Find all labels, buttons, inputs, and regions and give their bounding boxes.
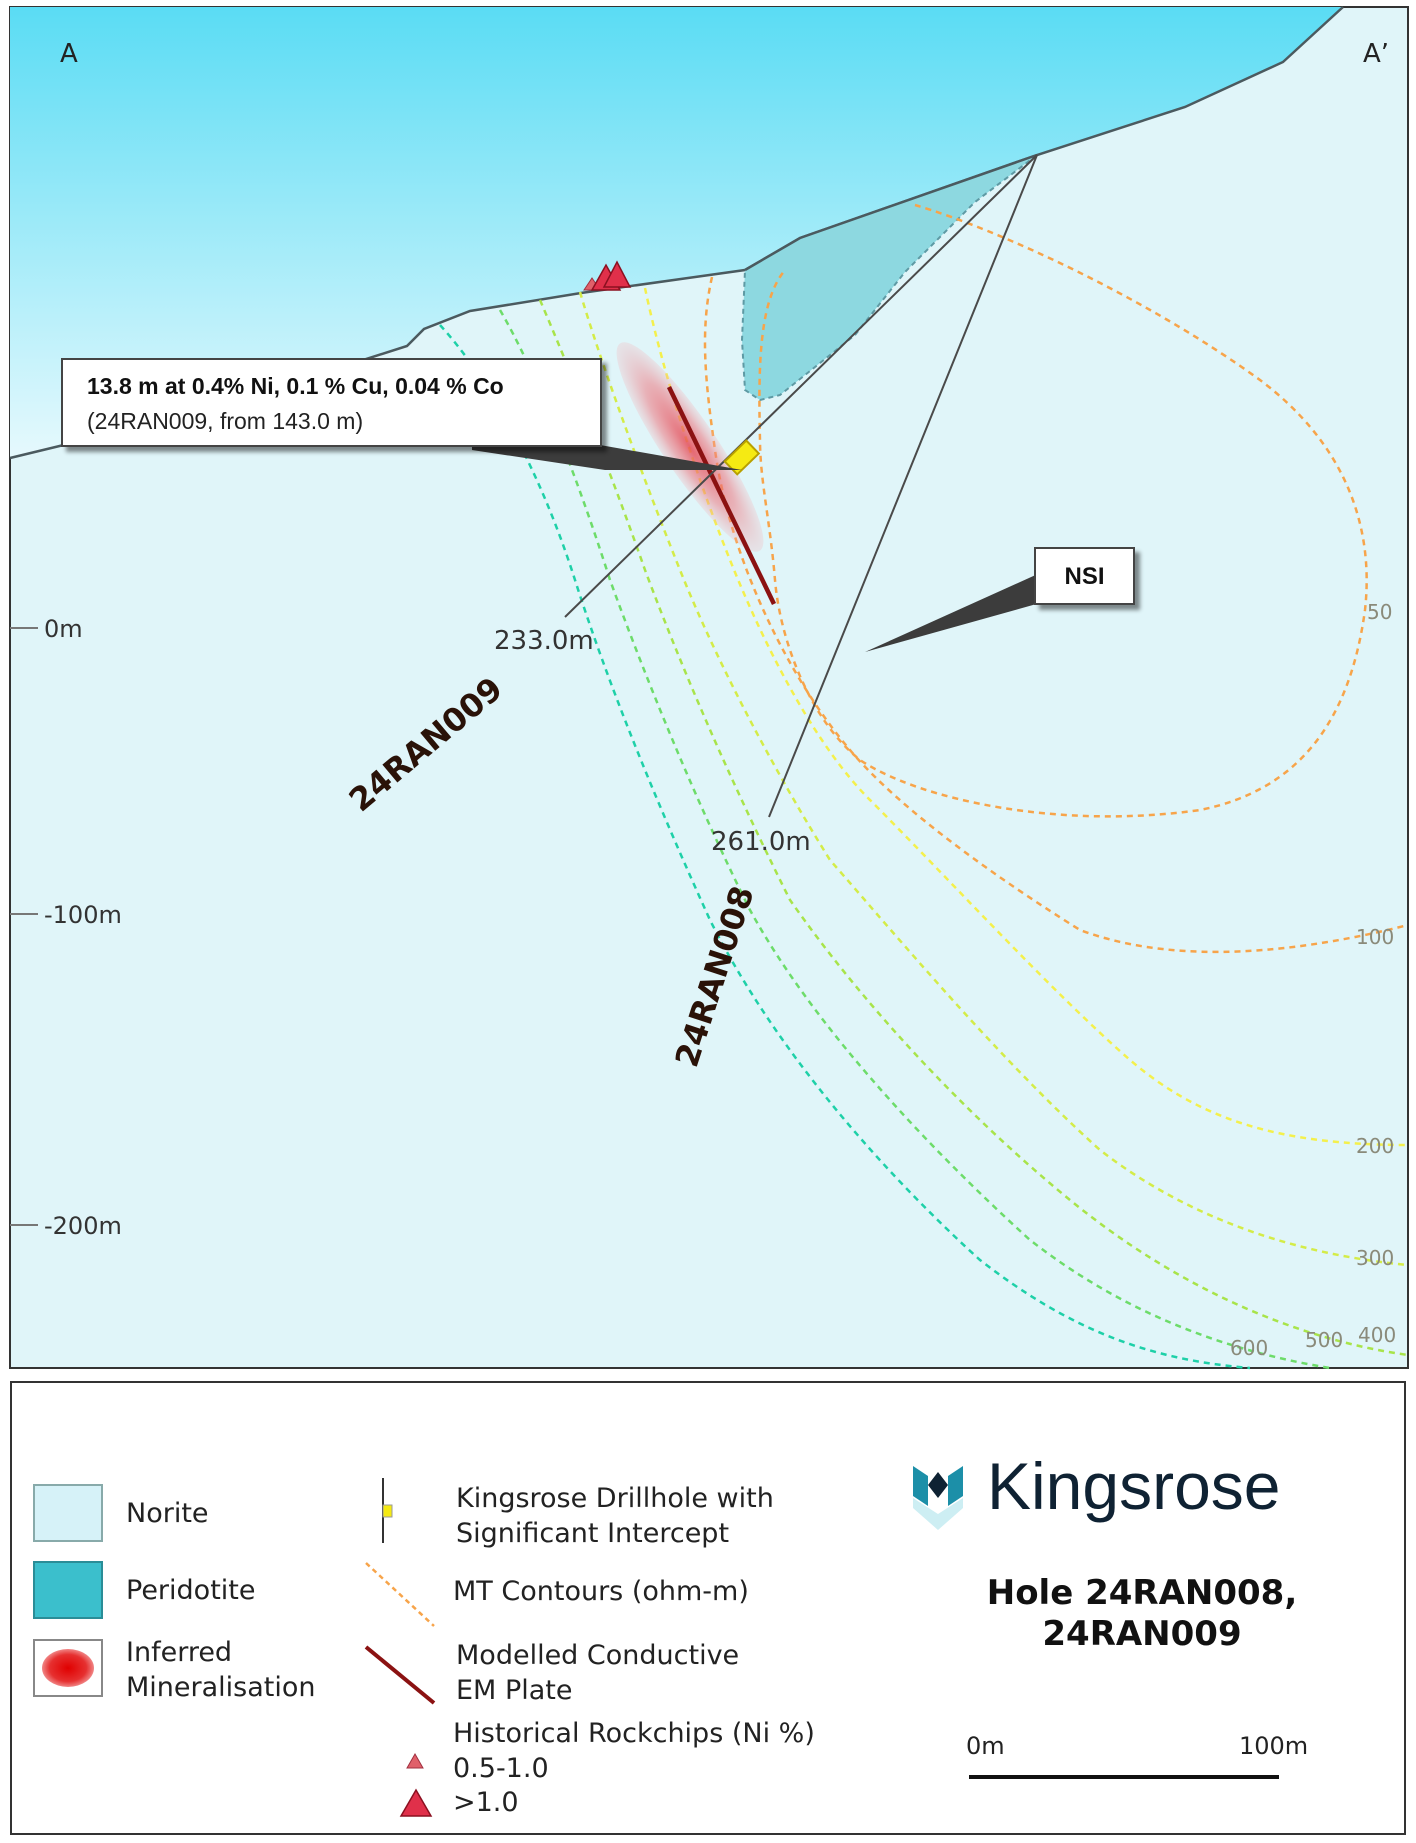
mt-label-100: 100 <box>1356 925 1394 949</box>
scale-bar-end-label: 100m <box>1239 1732 1309 1760</box>
mt-contour-600 <box>439 324 1251 1370</box>
drillhole-24RAN008-trace <box>768 154 1038 818</box>
scale-bar-start-label: 0m <box>966 1732 1005 1760</box>
sky-region <box>10 7 1343 458</box>
mt-label-400: 400 <box>1358 1323 1396 1347</box>
legend-label-inferred-1: Inferred <box>126 1637 233 1668</box>
corner-label-a: A <box>60 39 78 69</box>
nsi-callout-label: NSI <box>1064 563 1105 590</box>
kingsrose-logo-text: Kingsrose <box>987 1449 1281 1523</box>
legend-intercept-marker <box>382 1504 393 1518</box>
mt-label-50: 50 <box>1367 600 1392 624</box>
significant-intercept-marker <box>723 439 761 476</box>
intercept-callout: 13.8 m at 0.4% Ni, 0.1 % Cu, 0.04 % Co (… <box>61 358 602 447</box>
legend-label-rockchips: Historical Rockchips (Ni %) <box>453 1718 815 1749</box>
legend-label-rockchip-large: >1.0 <box>453 1787 519 1818</box>
mineralisation-blob <box>42 1649 94 1687</box>
mt-label-300: 300 <box>1356 1246 1394 1270</box>
legend-label-mt-contours: MT Contours (ohm-m) <box>453 1576 749 1607</box>
legend-label-drillhole-1: Kingsrose Drillhole with <box>456 1483 774 1514</box>
topography-line <box>9 6 1344 460</box>
legend-label-em-1: Modelled Conductive <box>456 1640 740 1671</box>
nsi-callout: NSI <box>1034 547 1135 605</box>
intercept-callout-pointer <box>472 440 742 470</box>
peridotite-body <box>740 154 1038 402</box>
drillhole-24RAN008-depth: 261.0m <box>711 827 811 857</box>
logo-base-chevron <box>913 1498 963 1530</box>
mt-contour-50 <box>758 203 1368 818</box>
corner-label-a-prime: A’ <box>1363 39 1389 69</box>
depth-axis: 0m -100m -200m <box>10 615 122 1240</box>
mt-contour-500 <box>498 309 1331 1370</box>
intercept-callout-title: 13.8 m at 0.4% Ni, 0.1 % Cu, 0.04 % Co <box>87 373 504 399</box>
legend-label-rockchip-small: 0.5-1.0 <box>453 1753 549 1784</box>
legend-rockchip-small <box>406 1752 424 1769</box>
legend-mt-contour-line <box>365 1562 435 1627</box>
peridotite-top-edge <box>744 153 1038 272</box>
legend-em-plate-line <box>364 1645 436 1705</box>
drillhole-24RAN009-depth: 233.0m <box>494 626 594 656</box>
figure-title-line-2: 24RAN009 <box>1042 1614 1242 1654</box>
cross-section-diagram: 50 100 200 300 400 500 600 A A’ 0m -100m… <box>9 6 1409 1370</box>
figure-title-line-1: Hole 24RAN008, <box>986 1573 1298 1613</box>
legend-label-em-2: EM Plate <box>456 1675 573 1706</box>
legend-label-inferred-2: Mineralisation <box>126 1672 316 1703</box>
kingsrose-logo-icon <box>913 1466 963 1530</box>
mt-label-500: 500 <box>1305 1328 1343 1352</box>
legend-swatch-inferred-mineralisation <box>33 1639 103 1697</box>
em-plate <box>666 386 777 605</box>
legend-swatch-peridotite <box>33 1561 103 1619</box>
depth-label-0: 0m <box>44 615 83 643</box>
nsi-callout-pointer <box>865 573 1040 652</box>
legend-symbols <box>364 1478 436 1817</box>
legend-panel: Norite Peridotite Inferred Mineralisatio… <box>10 1381 1406 1835</box>
legend-label-peridotite: Peridotite <box>126 1575 256 1606</box>
mt-contours <box>439 203 1409 1370</box>
depth-label-100: -100m <box>44 901 122 929</box>
intercept-callout-detail: (24RAN009, from 143.0 m) <box>87 408 364 434</box>
mt-contour-300 <box>578 291 1409 1267</box>
mt-contour-labels: 50 100 200 300 400 500 600 <box>1230 600 1396 1360</box>
legend-swatch-norite <box>33 1484 103 1542</box>
legend-rockchip-large <box>399 1788 433 1817</box>
legend-label-norite: Norite <box>126 1498 209 1529</box>
mt-contour-100 <box>703 276 1409 954</box>
drillhole-24RAN009-trace <box>564 154 1038 618</box>
logo-left-wing <box>913 1466 928 1506</box>
mt-label-600: 600 <box>1230 1336 1268 1360</box>
scale-bar <box>969 1775 1279 1779</box>
logo-center-diamond <box>928 1472 948 1498</box>
rockchip-large-2 <box>602 260 632 288</box>
legend-label-drillhole-2: Significant Intercept <box>456 1518 730 1549</box>
mt-label-200: 200 <box>1356 1134 1394 1158</box>
depth-label-200: -200m <box>44 1212 122 1240</box>
logo-right-wing <box>948 1466 963 1506</box>
inferred-mineralisation <box>616 342 764 552</box>
